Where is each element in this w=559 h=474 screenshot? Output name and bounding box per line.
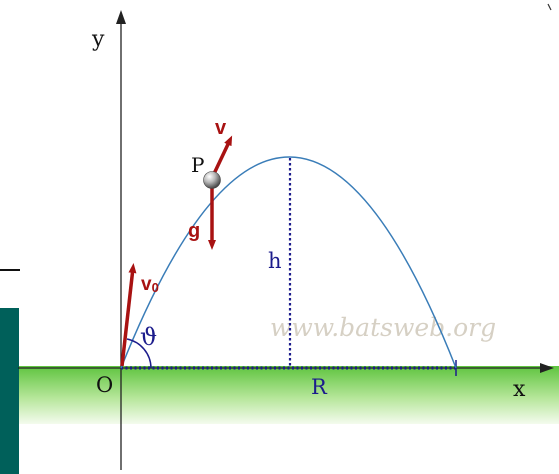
side-panel <box>0 308 19 474</box>
angle-label: ϑ <box>140 323 157 351</box>
point-label: P <box>191 153 204 177</box>
projectile-ball <box>203 171 221 189</box>
trajectory-curve <box>120 156 457 369</box>
watermark: www.batsweb.org <box>270 313 496 342</box>
gravity-label: g <box>188 220 200 242</box>
velocity-vector <box>210 135 233 179</box>
origin-label: O <box>96 373 113 397</box>
y-axis-arrowhead <box>116 10 126 24</box>
initial-velocity-symbol: v <box>141 274 152 295</box>
height-label: h <box>268 249 282 273</box>
x-axis-label: x <box>513 377 526 402</box>
initial-velocity-vector <box>120 263 137 367</box>
x-axis-arrowhead <box>540 363 554 373</box>
initial-velocity-label: v0 <box>141 274 159 295</box>
initial-velocity-subscript: 0 <box>152 280 159 295</box>
angle-arc <box>126 338 152 369</box>
corner-mark <box>547 3 552 11</box>
range-label: R <box>311 375 328 399</box>
ground <box>0 366 559 424</box>
y-axis-label: y <box>91 27 105 52</box>
velocity-label: v <box>215 117 227 139</box>
